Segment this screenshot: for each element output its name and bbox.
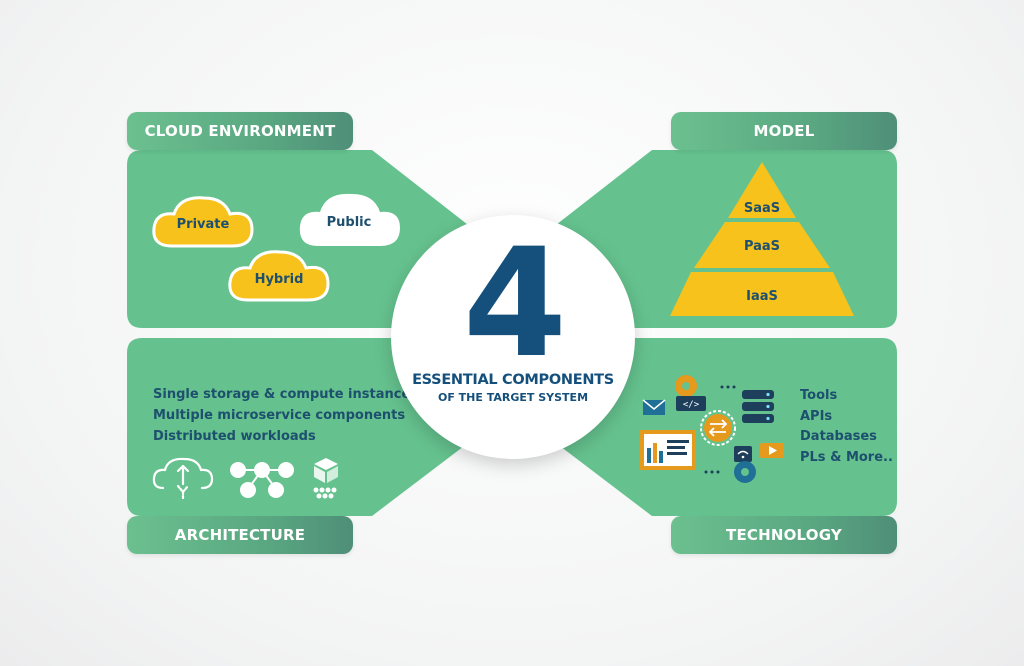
hybrid-cloud-label: Hybrid (255, 272, 304, 287)
center-number: 4 (462, 217, 567, 391)
technology-item: PLs & More.. (800, 449, 893, 465)
private-cloud-icon: Private (152, 196, 254, 248)
pyramid-label-iaas: IaaS (746, 289, 778, 304)
technology-item: APIs (800, 408, 833, 424)
dashboard-icon (640, 430, 696, 470)
database-icon (742, 390, 774, 423)
cloud-environment-panel (127, 150, 472, 328)
private-cloud-label: Private (177, 217, 230, 232)
distributed-box-icon (313, 458, 338, 499)
tab-technology: TECHNOLOGY (671, 516, 897, 554)
architecture-item: Single storage & compute instance (153, 387, 411, 402)
architecture-panel (127, 338, 472, 516)
center-circle: 4 ESSENTIAL COMPONENTS OF THE TARGET SYS… (391, 215, 635, 459)
architecture-list: Single storage & compute instance Multip… (153, 384, 410, 447)
center-subtitle: OF THE TARGET SYSTEM (437, 391, 589, 404)
wifi-icon (734, 446, 752, 462)
center-title: ESSENTIAL COMPONENTS (412, 372, 614, 388)
email-icon (642, 399, 666, 415)
architecture-item: Multiple microservice components (153, 408, 406, 423)
hybrid-cloud-icon: Hybrid (228, 250, 330, 302)
technology-item: Tools (800, 388, 838, 403)
small-gear-icon (734, 461, 756, 483)
code-icon: </> (676, 396, 706, 411)
gear-icon (675, 375, 697, 397)
public-cloud-icon: Public (299, 193, 400, 246)
technology-item: Databases (800, 429, 877, 444)
tab-model: MODEL (671, 112, 897, 150)
dots-decoration (704, 385, 736, 474)
pyramid-paas (694, 222, 830, 268)
pyramid-iaas (670, 272, 854, 316)
pyramid-label-saas: SaaS (744, 201, 780, 216)
video-icon (760, 443, 784, 458)
tab-cloud-environment: CLOUD ENVIRONMENT (127, 112, 353, 150)
service-model-pyramid: SaaS PaaS IaaS (670, 162, 854, 316)
cloud-transfer-icon (152, 457, 214, 502)
architecture-item: Distributed workloads (153, 429, 316, 444)
pyramid-saas (728, 162, 796, 218)
exchange-icon (700, 410, 736, 446)
svg-text:</>: </> (683, 400, 700, 410)
tab-architecture: ARCHITECTURE (127, 516, 353, 554)
microservice-nodes-icon (230, 462, 294, 498)
pyramid-label-paas: PaaS (744, 239, 780, 254)
technology-illustration: </> (640, 375, 784, 483)
technology-list: Tools APIs Databases PLs & More.. (800, 386, 893, 468)
public-cloud-label: Public (327, 215, 372, 230)
